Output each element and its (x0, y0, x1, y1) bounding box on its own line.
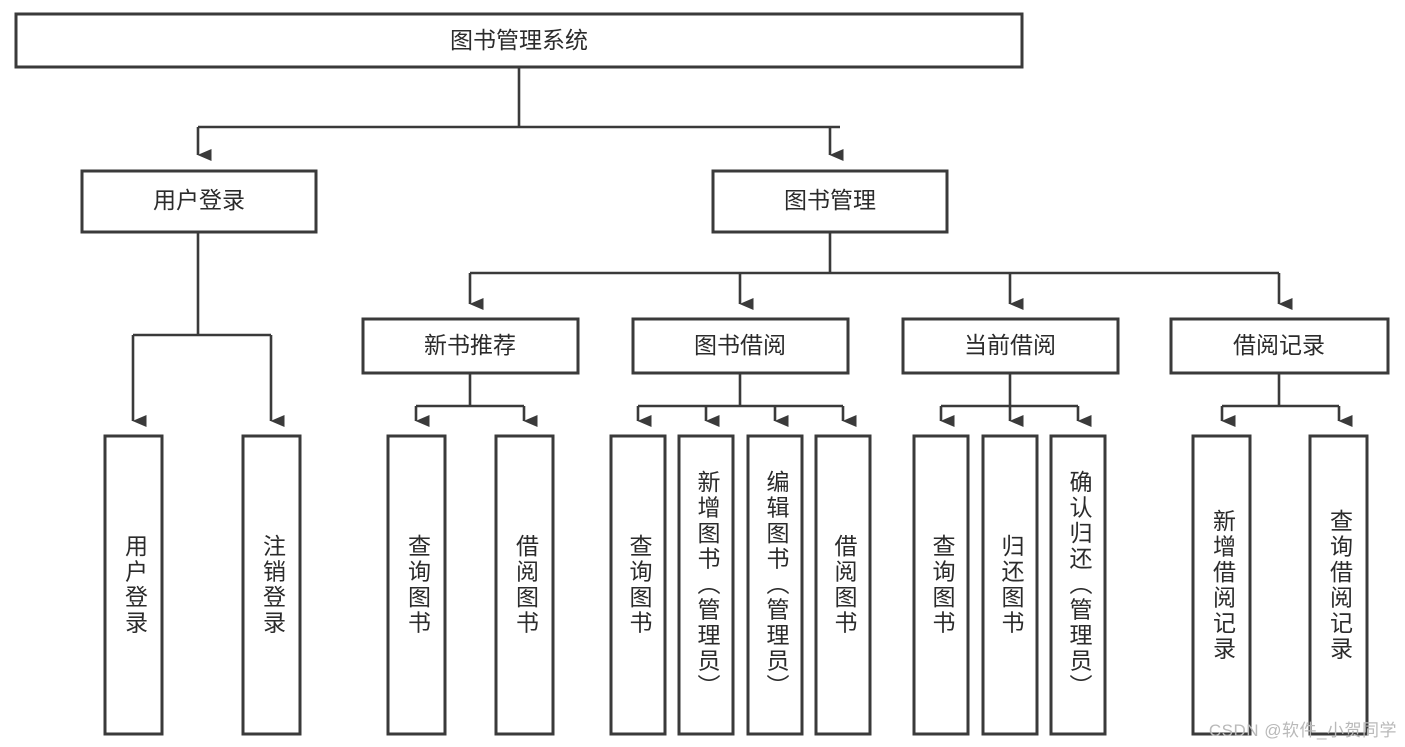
node-book-borrow[interactable]: 图书借阅 (631, 317, 850, 375)
leaf-borrow-2-label: 新增图书（管理员） (693, 470, 720, 700)
node-new-book-recommend-label: 新书推荐 (424, 332, 516, 358)
leaf-record-1[interactable] (1191, 434, 1252, 736)
node-borrow-record-label: 借阅记录 (1233, 332, 1325, 358)
connector-root-to-level2 (196, 67, 844, 161)
leaf-current-1[interactable] (912, 434, 970, 736)
leaf-current-2-label: 归还图书 (997, 534, 1024, 636)
node-new-book-recommend[interactable]: 新书推荐 (361, 317, 580, 375)
leaf-new-book-2[interactable] (494, 434, 555, 736)
leaf-current-1-label: 查询图书 (928, 534, 955, 636)
leaf-current-2[interactable] (981, 434, 1039, 736)
node-root[interactable]: 图书管理系统 (14, 12, 1024, 69)
leaf-borrow-3-label: 编辑图书（管理员） (762, 470, 789, 700)
leaf-new-book-1[interactable] (386, 434, 447, 736)
node-user-login-label: 用户登录 (153, 187, 245, 213)
leaf-borrow-3[interactable] (746, 434, 804, 736)
node-user-login[interactable]: 用户登录 (80, 169, 318, 234)
leaf-record-2-label: 查询借阅记录 (1326, 508, 1353, 662)
node-borrow-record[interactable]: 借阅记录 (1169, 317, 1390, 375)
leaf-borrow-1[interactable] (609, 434, 667, 736)
node-book-manage-label: 图书管理 (784, 187, 876, 213)
connector-new-book-to-leaves (414, 373, 538, 427)
connector-current-to-leaves (939, 373, 1092, 427)
leaf-user-login-2[interactable] (241, 434, 302, 736)
node-root-label: 图书管理系统 (450, 27, 588, 53)
connector-borrow-to-leaves (636, 373, 857, 427)
leaf-borrow-1-label: 查询图书 (625, 534, 652, 636)
leaf-borrow-4-label: 借阅图书 (830, 534, 857, 636)
node-current-borrow-label: 当前借阅 (964, 332, 1056, 358)
node-book-borrow-label: 图书借阅 (694, 332, 786, 358)
leaf-borrow-2[interactable] (677, 434, 735, 736)
connector-book-manage-to-level3 (468, 232, 1293, 310)
node-current-borrow[interactable]: 当前借阅 (901, 317, 1120, 375)
leaf-record-2[interactable] (1308, 434, 1369, 736)
leaf-user-login-2-label: 注销登录 (259, 534, 286, 636)
leaf-current-3[interactable] (1049, 434, 1107, 736)
watermark-text: CSDN @软件_小贺同学 (1208, 721, 1397, 740)
node-book-manage[interactable]: 图书管理 (711, 169, 949, 234)
connector-record-to-leaves (1220, 373, 1353, 427)
connector-user-login-to-leaves (131, 232, 285, 427)
leaf-current-3-label: 确认归还（管理员） (1065, 470, 1092, 700)
leaf-new-book-1-label: 查询图书 (404, 534, 431, 636)
leaf-user-login-1[interactable] (103, 434, 164, 736)
leaf-new-book-2-label: 借阅图书 (512, 534, 539, 636)
leaf-borrow-4[interactable] (814, 434, 872, 736)
leaf-user-login-1-label: 用户登录 (121, 534, 148, 636)
leaf-record-1-label: 新增借阅记录 (1209, 508, 1236, 662)
